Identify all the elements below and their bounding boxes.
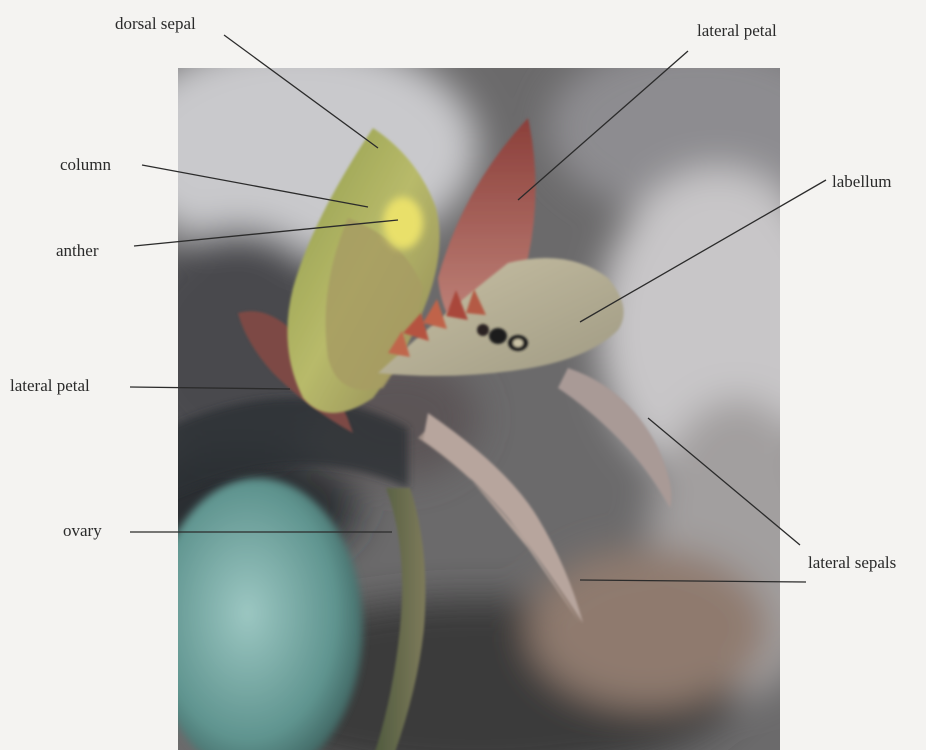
label-labellum: labellum [832,173,891,190]
label-lateral-petal-left: lateral petal [10,377,90,394]
leader-lateral-sepals-upper [648,418,800,545]
label-lateral-petal-right: lateral petal [697,22,777,39]
leader-lateral-petal-right [518,51,688,200]
leader-anther [134,220,398,246]
label-column: column [60,156,111,173]
leader-lateral-petal-left [130,387,290,389]
leader-lateral-sepals-lower [580,580,806,582]
label-lateral-sepals: lateral sepals [808,554,896,571]
leader-dorsal-sepal [224,35,378,148]
label-dorsal-sepal: dorsal sepal [115,15,196,32]
label-anther: anther [56,242,98,259]
leader-labellum [580,180,826,322]
label-ovary: ovary [63,522,102,539]
leader-column [142,165,368,207]
